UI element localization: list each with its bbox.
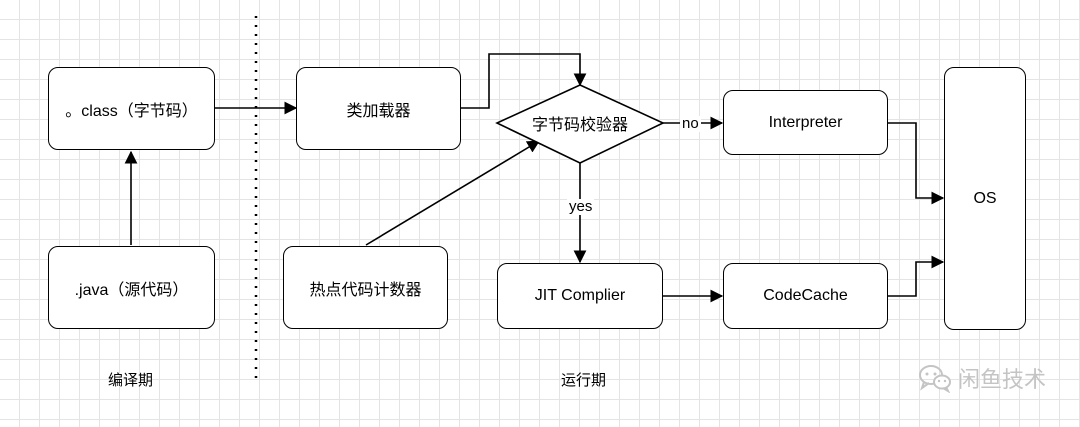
edge-label-yes: yes [567, 198, 595, 215]
os-label: OS [973, 189, 997, 207]
class-file-node: 。class（字节码） [48, 67, 215, 150]
jit-compiler-node: JIT Complier [497, 263, 663, 329]
hotspot-counter-label: 热点代码计数器 [309, 281, 422, 299]
class-loader-label: 类加载器 [346, 102, 411, 120]
hotspot-counter-node: 热点代码计数器 [283, 246, 448, 329]
class-loader-node: 类加载器 [296, 67, 461, 150]
interpreter-label: Interpreter [768, 113, 843, 131]
interpreter-node: Interpreter [723, 90, 888, 155]
watermark-text: 闲鱼技术 [957, 367, 1046, 392]
bytecode-verifier-diamond [495, 84, 665, 164]
edge-loader-to-verifier [461, 53, 587, 109]
java-source-node: .java（源代码） [48, 246, 215, 329]
code-cache-label: CodeCache [763, 287, 848, 304]
wechat-icon [918, 365, 951, 393]
phase-label-compile: 编译期 [108, 372, 154, 389]
edge-label-no: no [680, 115, 701, 132]
watermark: 闲鱼技术 [918, 362, 1046, 394]
java-source-label: .java（源代码） [74, 281, 189, 299]
code-cache-node: CodeCache [723, 263, 888, 329]
edge-interpreter-to-os [888, 122, 945, 205]
edge-counter-to-verifier [365, 140, 541, 246]
phase-label-runtime: 运行期 [561, 372, 607, 389]
class-file-label: 。class（字节码） [65, 102, 198, 120]
bytecode-verifier-label: 字节码校验器 [531, 117, 629, 134]
os-node: OS [944, 67, 1026, 330]
jit-compiler-label: JIT Complier [534, 287, 626, 304]
edge-codecache-to-os [888, 255, 945, 297]
